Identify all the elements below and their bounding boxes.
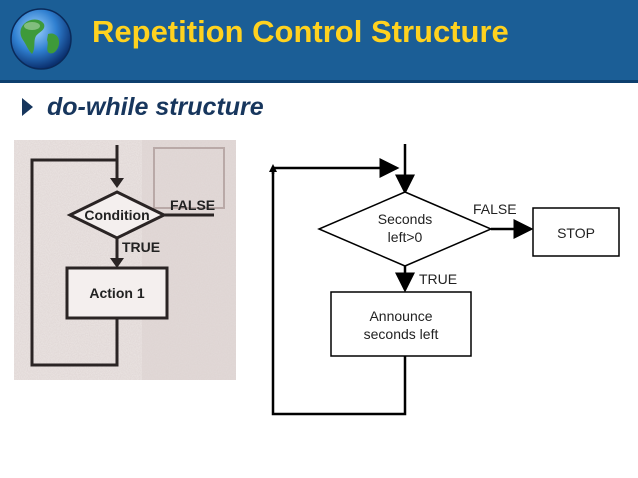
loop-back-line (271, 158, 407, 416)
slide-title: Repetition Control Structure (92, 14, 509, 49)
title-bar: Repetition Control Structure (0, 0, 638, 83)
decision-text-line2: left>0 (388, 229, 423, 245)
bullet-text: do-while structure (47, 92, 264, 121)
globe-icon (10, 8, 72, 70)
action-label: Action 1 (89, 285, 144, 301)
countdown-flowchart: Seconds left>0 FALSE STOP TRUE Announce … (269, 144, 620, 416)
action-box (65, 266, 169, 320)
decision-text-line1: Seconds (378, 211, 432, 227)
scan-true-label: TRUE (122, 239, 160, 255)
true-label: TRUE (419, 271, 457, 287)
announce-box (330, 291, 472, 357)
action-text-line2: seconds left (364, 326, 439, 342)
triangle-bullet-icon (22, 98, 33, 116)
condition-label: Condition (84, 207, 149, 223)
scan-false-label: FALSE (170, 197, 215, 213)
stop-box (532, 207, 620, 257)
bullet-item: do-while structure (22, 90, 264, 124)
scanned-flowchart: Condition FALSE TRUE Action 1 (14, 140, 236, 380)
action-text-line1: Announce (369, 308, 432, 324)
stop-label: STOP (557, 225, 595, 241)
false-label: FALSE (473, 201, 517, 217)
